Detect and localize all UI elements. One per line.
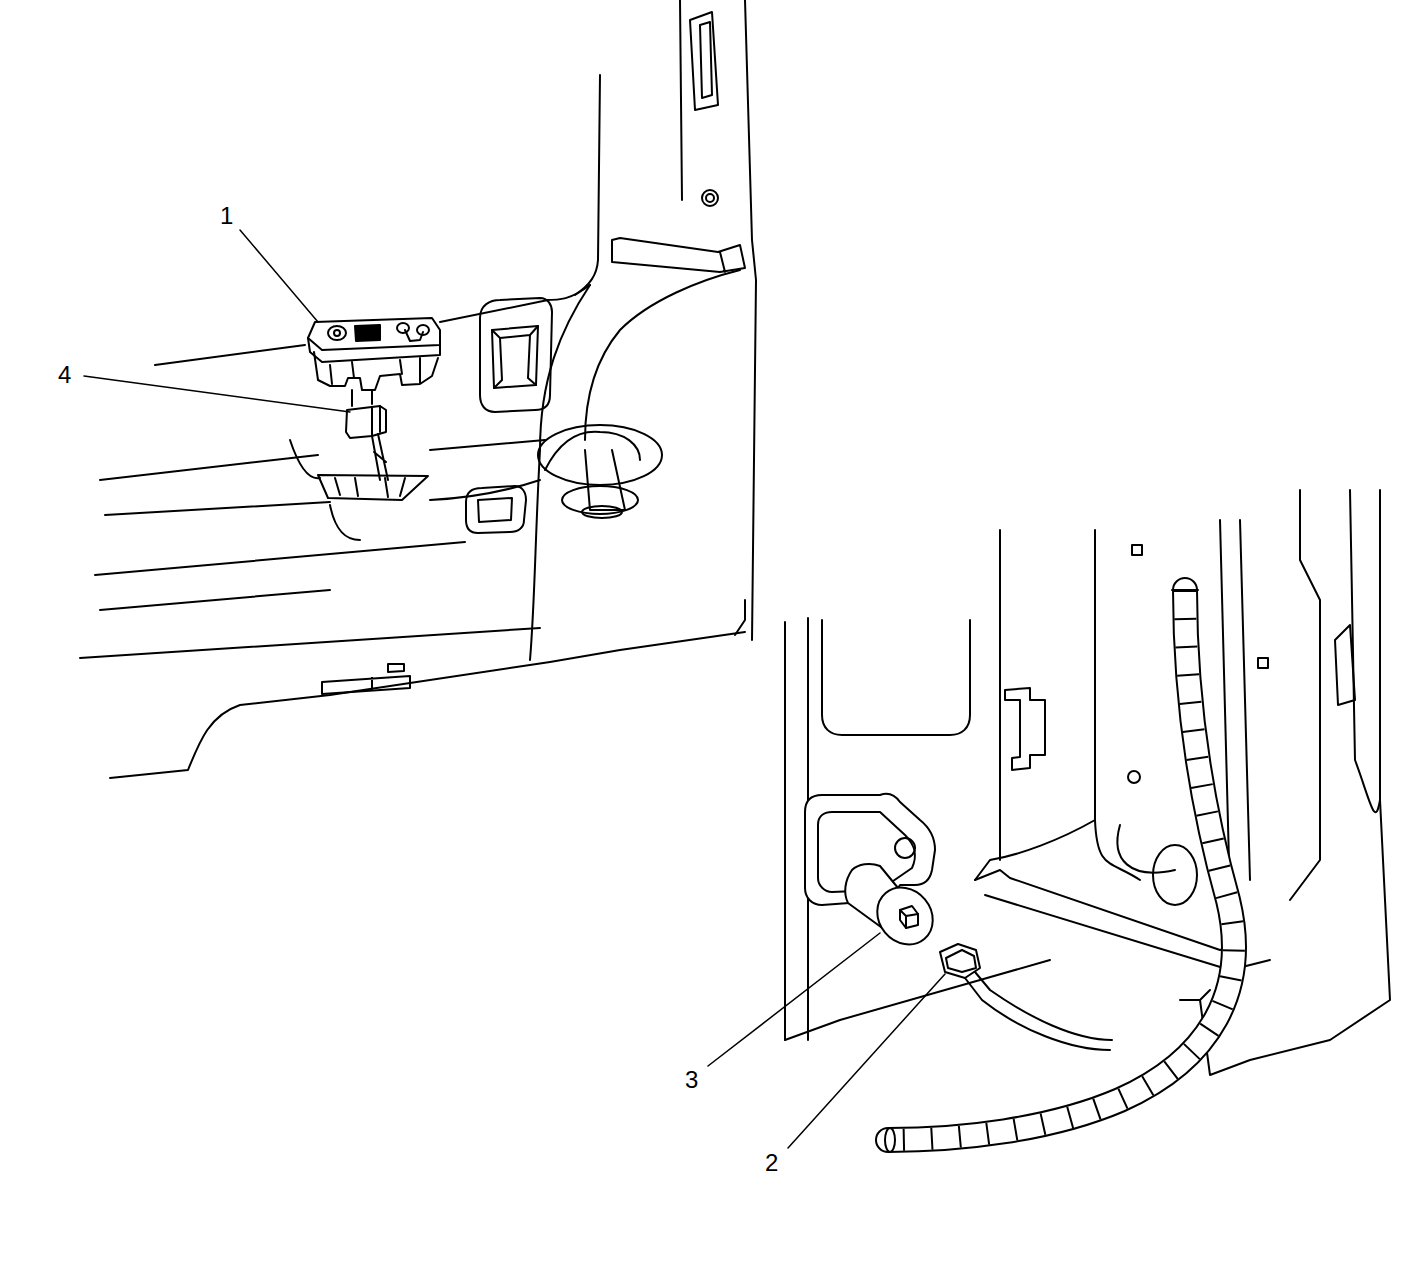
motor-terminal: [900, 910, 918, 928]
callout-number: 1: [218, 203, 235, 229]
connector-body: [372, 406, 380, 436]
panel-line: [330, 505, 360, 540]
small-pocket: [478, 498, 512, 522]
sill-edge: [975, 870, 1240, 950]
panel-bottom: [110, 632, 745, 778]
knob-recess: [538, 425, 662, 485]
panel-line: [440, 300, 548, 322]
leader-line: [240, 230, 318, 322]
pillar-edge: [680, 0, 682, 200]
switch-button: [405, 330, 423, 341]
actuator-connector: [940, 944, 1112, 1050]
pillar-hole: [1132, 545, 1268, 668]
harness-fill: [888, 590, 1234, 1140]
opening-detail: [335, 478, 405, 497]
switch-button: [334, 330, 340, 336]
b-pillar: [530, 0, 756, 660]
pillar-hole: [1128, 771, 1140, 783]
panel-line: [430, 440, 545, 450]
harness-end: [1172, 589, 1198, 591]
pocket-outline: [480, 298, 552, 412]
callout-number: 2: [763, 1150, 780, 1176]
connector-wire: [975, 972, 1112, 1040]
connector-wire: [372, 434, 388, 480]
panel-line: [95, 542, 465, 575]
knob-stem: [585, 450, 625, 510]
pillar-lower: [530, 285, 590, 660]
connector-body: [940, 944, 980, 978]
pillar-edge: [745, 0, 756, 640]
connector-body: [346, 406, 386, 438]
panel-line: [80, 628, 540, 658]
panel-line: [100, 590, 330, 610]
leader-line: [708, 933, 880, 1066]
body-edge: [1180, 990, 1210, 1000]
pillar-lower: [585, 270, 740, 440]
pillar-slot: [690, 12, 718, 110]
leader-line: [788, 974, 945, 1148]
switch-top: [308, 318, 440, 350]
switch-button: [328, 326, 346, 340]
body-edge: [1290, 490, 1320, 900]
panel-line: [105, 502, 330, 515]
body-hole: [1153, 845, 1197, 905]
small-pocket: [466, 486, 526, 533]
harness-wrap: [888, 590, 1234, 1140]
connector-wire: [965, 978, 1110, 1050]
door-lock-knob: [538, 425, 662, 518]
opening: [318, 475, 428, 500]
pillar-hole: [702, 190, 718, 206]
panel-line: [100, 455, 318, 480]
switch-connector: [346, 390, 388, 480]
wiring-harness: [885, 590, 1234, 1152]
switch-button: [355, 325, 380, 341]
panel-line: [155, 345, 305, 365]
pillar-trim: [612, 238, 745, 272]
door-trim-panel: [80, 285, 745, 778]
switch-opening: [318, 475, 526, 533]
switch-button: [397, 323, 409, 333]
pillar-lower: [735, 600, 745, 635]
bezel-boss: [895, 838, 915, 858]
leader-lines: [84, 230, 945, 1148]
callout-number: 3: [683, 1067, 700, 1093]
pillar-edge: [1117, 825, 1175, 873]
callout-number: 4: [56, 362, 73, 388]
harness-outline: [888, 590, 1234, 1140]
frame-edge: [785, 960, 1050, 1040]
knob-base: [582, 506, 622, 518]
panel-line: [290, 440, 320, 478]
switch-body: [330, 358, 420, 384]
body-edge: [1350, 490, 1380, 812]
harness-end: [885, 1128, 895, 1152]
connector-lead: [352, 390, 372, 406]
leader-line: [84, 376, 350, 412]
body-slot: [1335, 625, 1355, 705]
switch-body: [314, 352, 438, 390]
window-switch: [308, 318, 440, 390]
knob-base: [562, 486, 638, 514]
door-frame: [785, 490, 1390, 1075]
motor-end: [866, 876, 944, 955]
pillar-edge: [975, 820, 1095, 880]
pillar-hole: [706, 194, 714, 202]
knob-recess: [545, 432, 640, 470]
pocket-inner: [492, 326, 538, 388]
motor-terminal: [900, 906, 918, 928]
actuator-motor: [845, 864, 944, 956]
latch-bracket: [1005, 688, 1045, 770]
door-handle-pocket: [480, 298, 552, 412]
window-opening: [822, 620, 970, 735]
pocket-inner: [492, 326, 538, 388]
panel-bracket: [322, 664, 410, 694]
panel-edge: [545, 285, 590, 300]
connector-face: [946, 950, 976, 972]
pillar-edge: [575, 75, 600, 295]
